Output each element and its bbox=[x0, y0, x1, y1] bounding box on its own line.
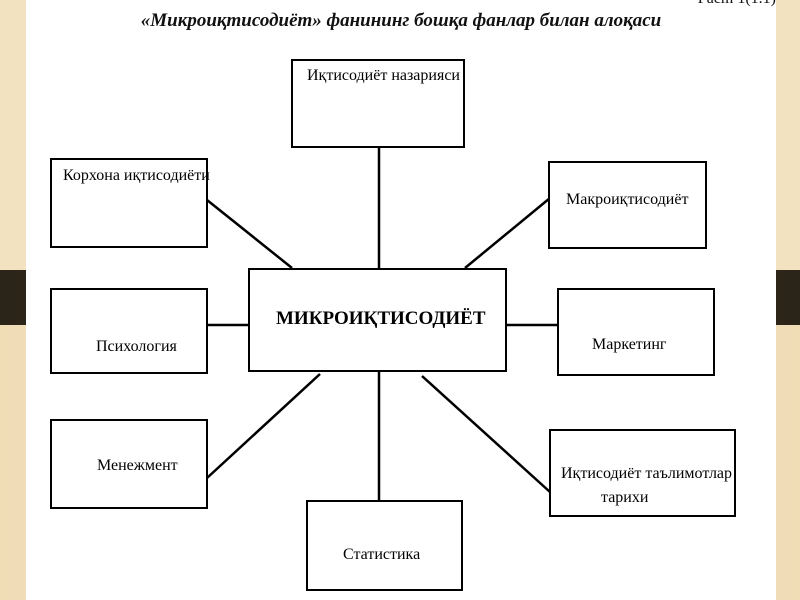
connector-management bbox=[206, 373, 321, 479]
connector-enterprise bbox=[206, 199, 293, 269]
node-history-label-line2: тарихи bbox=[601, 489, 649, 506]
corner-label: Pacm 1(1.1) bbox=[698, 0, 776, 8]
node-microeconomics-center-label: МИКРОИҚТИСОДИЁТ bbox=[276, 308, 486, 329]
node-management-label: Менежмент bbox=[97, 457, 178, 474]
node-management: Менежмент bbox=[50, 419, 208, 509]
node-history-of-economic-thought: Иқтисодиёт таълимотлар тарихи bbox=[549, 429, 736, 517]
node-psychology-label: Психология bbox=[96, 338, 177, 355]
connector-history bbox=[421, 375, 551, 493]
node-macroeconomics: Макроиқтисодиёт bbox=[548, 161, 707, 249]
node-enterprise-economics-label: Корхона иқтисодиёти bbox=[63, 167, 210, 184]
node-enterprise-economics: Корхона иқтисодиёти bbox=[50, 158, 210, 248]
node-statistics-label: Статистика bbox=[343, 546, 421, 563]
node-microeconomics-center: МИКРОИҚТИСОДИЁТ bbox=[248, 268, 507, 372]
connector-macro bbox=[464, 197, 551, 269]
node-marketing-label: Маркетинг bbox=[592, 336, 667, 353]
node-history-label-line1: Иқтисодиёт таълимотлар bbox=[561, 465, 733, 482]
node-economic-theory: Иқтисодиёт назарияси bbox=[291, 59, 465, 148]
diagram-title: «Микроиқтисодиёт» фанининг бошқа фанлар … bbox=[140, 10, 662, 31]
node-economic-theory-label: Иқтисодиёт назарияси bbox=[307, 67, 460, 84]
node-statistics: Статистика bbox=[306, 500, 463, 591]
node-psychology: Психология bbox=[50, 288, 208, 374]
node-macroeconomics-label: Макроиқтисодиёт bbox=[566, 191, 689, 208]
node-marketing: Маркетинг bbox=[557, 288, 715, 376]
